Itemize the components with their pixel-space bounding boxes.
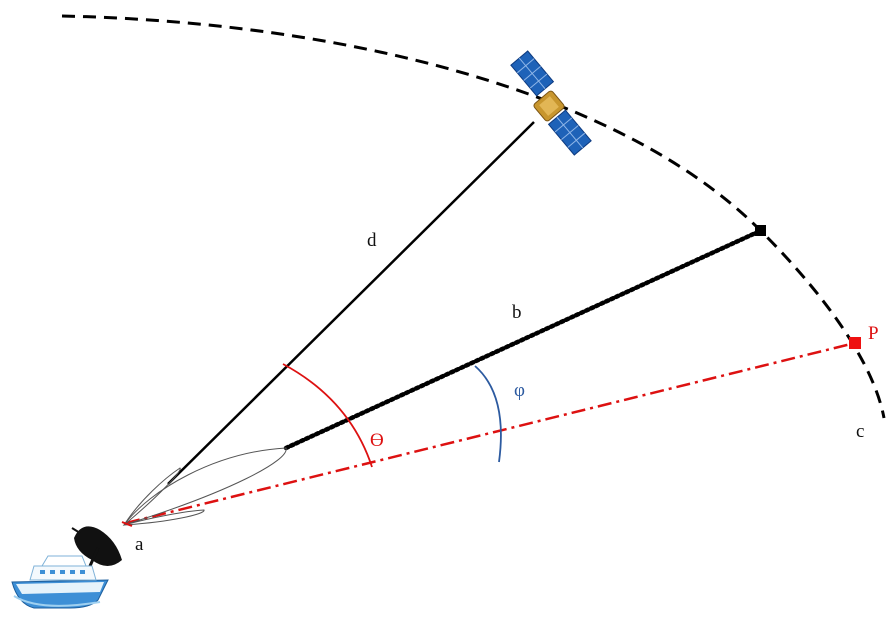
main-beam-lobe [122,447,287,526]
label-p: P [868,323,879,344]
theta-arc [282,363,373,468]
line-to-p [125,341,856,525]
satellite-icon [510,50,592,156]
line-d [167,121,535,485]
side-beam-lobe [123,467,181,526]
phi-arc [474,365,502,463]
line-b [283,228,763,451]
dish-antenna-icon [71,526,122,567]
label-b: b [512,302,522,323]
label-c: c [856,421,864,442]
lower-beam-lobe [123,509,205,526]
label-phi: φ [514,380,525,401]
point-p-marker-icon [849,337,861,349]
ship-icon [11,555,109,609]
label-a: a [135,534,144,555]
label-d: d [367,230,377,251]
label-theta: ϴ [370,430,384,451]
square-marker-icon [755,225,766,236]
origin-red-tick [121,521,133,527]
orbit-arc [61,14,886,419]
